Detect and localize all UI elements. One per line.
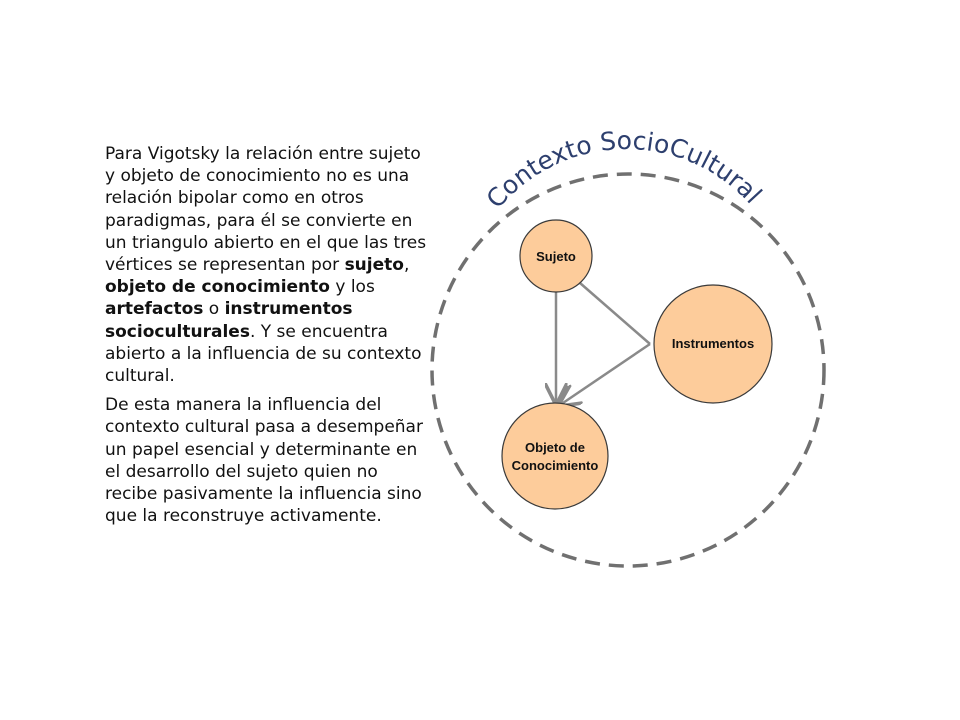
context-dashed-circle	[430, 172, 826, 568]
emphasis-term: sujeto	[344, 255, 404, 276]
node-objeto	[501, 402, 609, 510]
node-sujeto-label: Sujeto	[536, 249, 576, 264]
paragraph-1: Para Vigotsky la relación entre sujeto y…	[105, 143, 435, 387]
emphasis-term: artefactos	[105, 299, 204, 320]
arrow-instrumentos-to-objeto	[560, 342, 651, 405]
text-block: Para Vigotsky la relación entre sujeto y…	[105, 143, 435, 527]
text-run: y los	[329, 277, 375, 298]
node-objeto-label-line1: Objeto de	[525, 440, 585, 455]
node-instrumentos	[653, 284, 773, 404]
paragraph-2: De esta manera la influencia del context…	[105, 394, 435, 527]
node-objeto-label-line2: Conocimiento	[512, 458, 599, 473]
line-sujeto-to-instrumentos	[579, 282, 651, 345]
node-instrumentos-label: Instrumentos	[672, 336, 754, 351]
text-run: De esta manera la influencia del context…	[105, 395, 423, 527]
emphasis-term: objeto de conocimiento	[105, 277, 330, 298]
node-sujeto	[519, 219, 593, 293]
text-run: Para Vigotsky la relación entre sujeto y…	[105, 144, 427, 276]
text-run: . Y se encuentra abierto a la influencia…	[105, 321, 422, 387]
text-run: ,	[403, 255, 410, 276]
text-run: o	[203, 299, 225, 320]
emphasis-term: instrumentos socioculturales	[105, 299, 353, 342]
context-title: Contexto SocioCultural	[481, 126, 768, 214]
